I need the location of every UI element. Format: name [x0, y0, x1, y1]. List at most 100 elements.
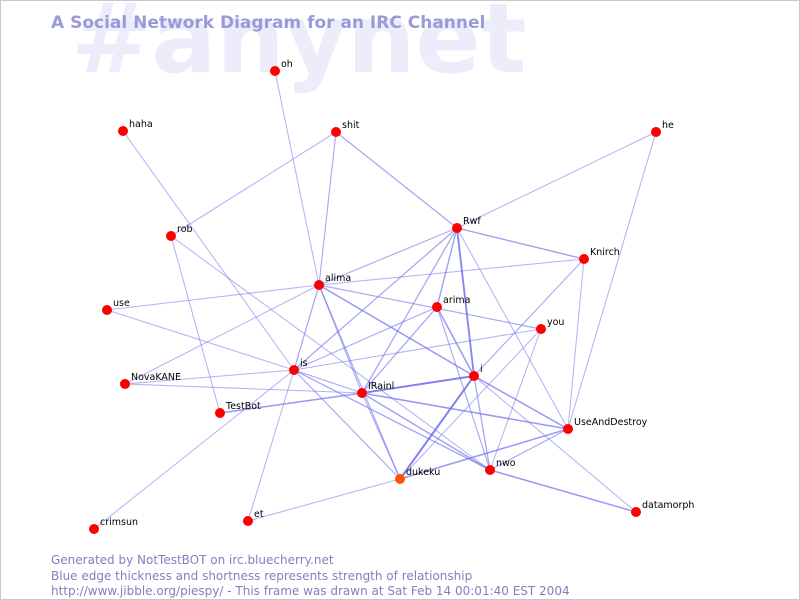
node-label-crimsun: crimsun: [100, 517, 138, 528]
edge-arima-i: [436, 306, 475, 377]
edge-you-dukeku: [399, 328, 542, 480]
node-use: use: [102, 298, 130, 315]
edge-use-is: [106, 309, 295, 371]
node-label-nwo: nwo: [496, 458, 516, 469]
node-dot-datamorph: [631, 507, 641, 517]
node-dot-haha: [118, 126, 128, 136]
edge-shit-rob: [170, 131, 337, 237]
node-datamorph: datamorph: [631, 500, 694, 517]
edge-layer: [93, 70, 657, 530]
edge-he-UseAndDestroy: [567, 131, 657, 430]
node-dot-use: [102, 305, 112, 315]
edge-alima-you: [318, 284, 542, 330]
edge-alima-dukeku: [318, 284, 401, 480]
node-label-i: i: [480, 364, 483, 375]
edge-haha-is: [122, 130, 295, 371]
node-label-rob: rob: [177, 224, 193, 235]
edge-rob-nwo: [170, 235, 491, 471]
node-oh: oh: [270, 59, 293, 76]
edge-i-UseAndDestroy: [473, 375, 569, 430]
edge-dukeku-et: [247, 478, 401, 522]
edge-UseAndDestroy-dukeku: [399, 428, 569, 480]
edge-Rwf-IRainl: [361, 227, 458, 394]
node-nwo: nwo: [485, 458, 516, 475]
node-label-haha: haha: [129, 119, 153, 130]
node-dot-is: [289, 365, 299, 375]
node-dot-you: [536, 324, 546, 334]
edge-arima-is: [293, 306, 438, 371]
edge-he-Rwf: [456, 131, 657, 229]
footer-generated-line: Generated by NotTestBOT on irc.bluecherr…: [51, 553, 334, 567]
edge-IRainl-TestBot: [219, 392, 363, 414]
node-IRainl: IRainl: [357, 381, 394, 398]
node-crimsun: crimsun: [89, 517, 138, 534]
edge-Rwf-arima: [436, 227, 458, 308]
footer-url-line: http://www.jibble.org/piespy/ - This fra…: [51, 584, 570, 598]
edge-alima-NovaKANE: [124, 284, 320, 385]
node-label-TestBot: TestBot: [225, 401, 261, 412]
edge-Knirch-UseAndDestroy: [567, 258, 585, 430]
node-haha: haha: [118, 119, 153, 136]
edge-arima-IRainl: [361, 306, 438, 394]
edge-rob-TestBot: [170, 235, 221, 414]
edge-nwo-datamorph: [489, 469, 637, 513]
node-dot-TestBot: [215, 408, 225, 418]
edge-oh-alima: [274, 70, 320, 286]
node-label-is: is: [300, 358, 308, 369]
node-label-he: he: [662, 120, 674, 131]
node-label-datamorph: datamorph: [642, 500, 694, 511]
edge-you-is: [293, 328, 542, 371]
edge-i-IRainl: [361, 375, 475, 394]
edge-i-nwo: [473, 375, 491, 471]
edge-shit-alima: [318, 131, 337, 286]
node-dot-oh: [270, 66, 280, 76]
node-label-oh: oh: [281, 59, 293, 70]
edge-i-dukeku: [399, 375, 475, 480]
edge-use-alima: [106, 284, 320, 311]
node-label-you: you: [547, 317, 564, 328]
node-dot-alima: [314, 280, 324, 290]
edge-i-datamorph: [473, 375, 637, 513]
node-dot-Rwf: [452, 223, 462, 233]
edge-alima-i: [318, 284, 475, 377]
edge-Rwf-Knirch: [456, 227, 585, 260]
node-dot-dukeku: [395, 474, 405, 484]
node-you: you: [536, 317, 564, 334]
node-shit: shit: [331, 120, 360, 137]
edge-is-IRainl: [293, 369, 363, 394]
edge-Rwf-i: [456, 227, 475, 377]
node-dot-rob: [166, 231, 176, 241]
node-dot-i: [469, 371, 479, 381]
node-dukeku: dukeku: [395, 467, 440, 484]
edge-Rwf-is: [293, 227, 458, 371]
node-label-shit: shit: [342, 120, 360, 131]
edge-is-crimsun: [93, 369, 295, 530]
node-Rwf: Rwf: [452, 216, 481, 233]
edge-is-et: [247, 369, 295, 522]
node-dot-UseAndDestroy: [563, 424, 573, 434]
node-rob: rob: [166, 224, 193, 241]
node-arima: arima: [432, 295, 470, 312]
node-label-Knirch: Knirch: [590, 247, 620, 258]
edge-Rwf-alima: [318, 227, 458, 286]
edge-Knirch-i: [473, 258, 585, 377]
node-dot-shit: [331, 127, 341, 137]
node-alima: alima: [314, 273, 351, 290]
edge-shit-Rwf: [335, 131, 458, 229]
node-is: is: [289, 358, 308, 375]
edge-IRainl-dukeku: [361, 392, 401, 480]
node-dot-he: [651, 127, 661, 137]
node-NovaKANE: NovaKANE: [120, 372, 181, 389]
node-dot-NovaKANE: [120, 379, 130, 389]
edge-IRainl-nwo: [361, 392, 491, 471]
node-label-dukeku: dukeku: [406, 467, 440, 478]
edge-alima-is: [293, 284, 320, 371]
edge-UseAndDestroy-nwo: [489, 428, 569, 471]
edge-NovaKANE-IRainl: [124, 383, 363, 394]
node-label-et: et: [254, 509, 264, 520]
diagram-title: A Social Network Diagram for an IRC Chan…: [51, 13, 486, 33]
node-dot-IRainl: [357, 388, 367, 398]
node-i: i: [469, 364, 483, 381]
node-label-IRainl: IRainl: [368, 381, 394, 392]
